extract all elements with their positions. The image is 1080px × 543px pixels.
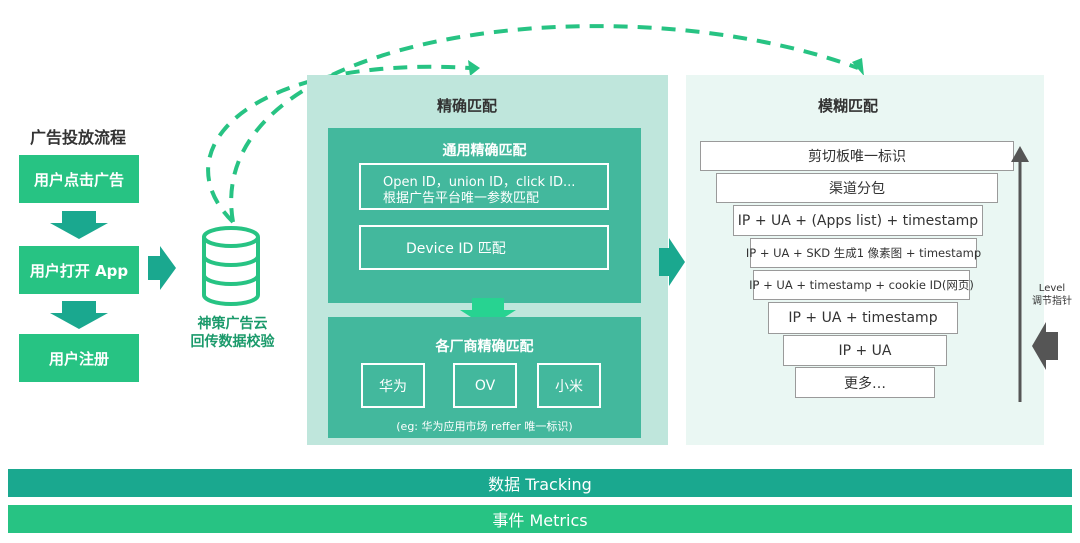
level-up-arrow-icon [1011,146,1029,402]
level-label-line1: Level [1038,283,1066,294]
step-click-ad: 用户点击广告 [19,155,139,203]
fuzzy-level-8: 更多… [795,367,935,398]
right-arrow-icon [659,238,685,286]
database-icon [202,226,260,306]
step-register: 用户注册 [19,334,139,382]
general-exact-title: 通用精确匹配 [442,143,527,159]
fuzzy-level-4: IP + UA + SKD 生成1 像素图 + timestamp [746,238,981,268]
param-match-line2: 根据广告平台唯一参数匹配 [383,191,540,206]
level-pointer-icon [1032,322,1058,370]
level-label-line2: 调节指针 [1032,296,1072,307]
tracking-bar: 数据 Tracking [8,469,1072,497]
vendor-ov: OV [453,363,517,408]
vendor-huawei: 华为 [361,363,425,408]
vendor-exact-section [328,317,641,438]
arrowhead-icon [852,58,864,76]
vendor-xiaomi: 小米 [537,363,601,408]
vendor-exact-title: 各厂商精确匹配 [435,339,534,355]
exact-match-title: 精确匹配 [437,97,498,115]
fuzzy-match-title: 模糊匹配 [818,97,879,115]
fuzzy-level-7: IP + UA [783,335,947,366]
general-exact-section [328,128,641,303]
down-arrow-icon [50,211,108,239]
database-label: 神策广告云 回传数据校验 [185,315,280,351]
fuzzy-level-2: 渠道分包 [716,173,998,203]
device-id-box: Device ID 匹配 [359,225,609,270]
database-label-line2: 回传数据校验 [190,334,275,350]
fuzzy-level-5: IP + UA + timestamp + cookie ID(网页) [749,270,974,300]
down-arrow-icon [50,301,108,329]
param-match-box: Open ID，union ID，click ID... 根据广告平台唯一参数匹… [359,163,609,210]
param-match-line1: Open ID，union ID，click ID... [383,175,576,190]
fuzzy-level-3: IP + UA + (Apps list) + timestamp [733,205,983,236]
vendor-note: (eg: 华为应用市场 reffer 唯一标识) [396,420,573,433]
database-label-line1: 神策广告云 [197,316,268,332]
arrowhead-icon [468,60,480,76]
step-open-app: 用户打开 App [19,246,139,294]
fuzzy-level-1: 剪切板唯一标识 [700,141,1014,171]
metrics-bar: 事件 Metrics [8,505,1072,533]
down-arrow-icon [460,298,516,328]
right-arrow-icon [148,246,176,290]
level-label: Level 调节指针 [1024,282,1080,308]
fuzzy-level-6: IP + UA + timestamp [768,302,958,334]
flow-title: 广告投放流程 [30,128,127,147]
